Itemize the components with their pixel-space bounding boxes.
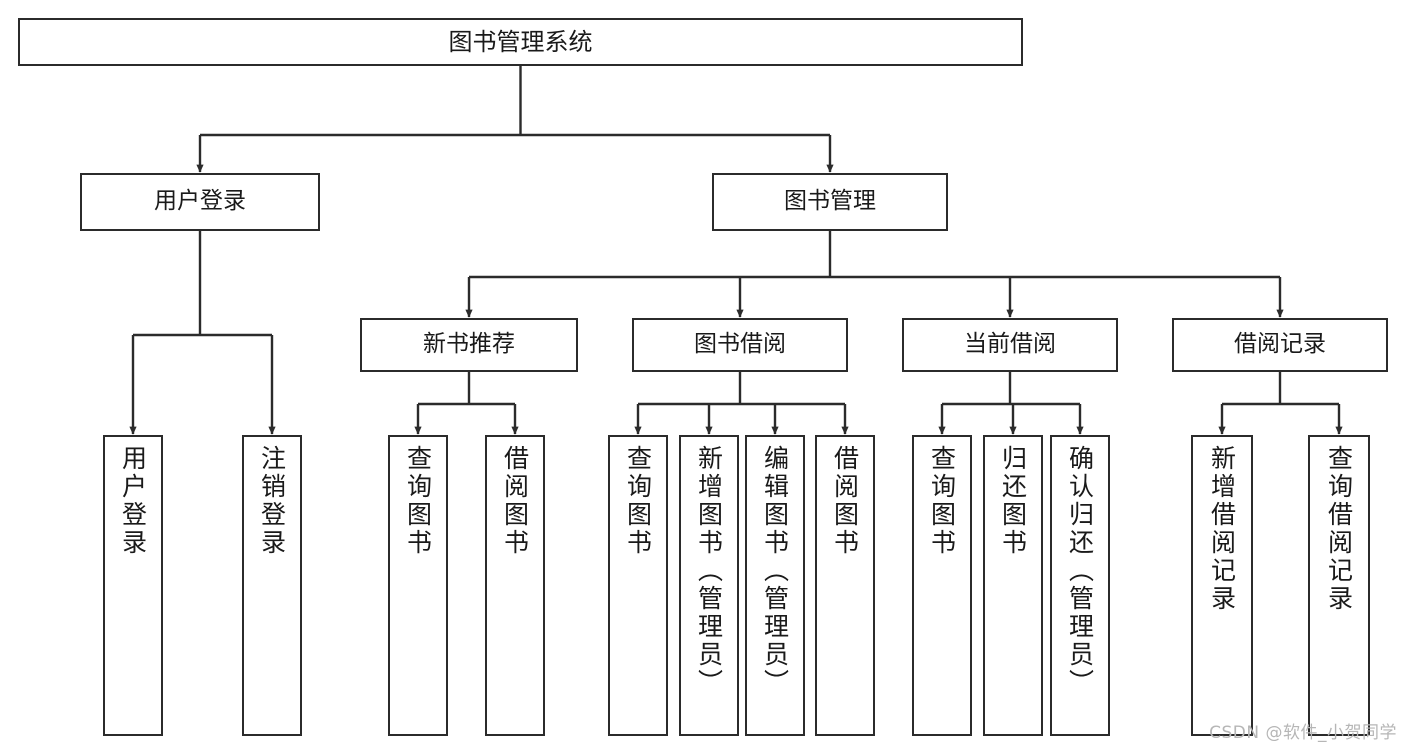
node-label: 查询图书 [403,445,433,557]
node-label: 借阅图书 [830,445,860,557]
node-label: 借阅图书 [500,445,530,557]
node-label: 归还图书 [998,445,1028,557]
node-label: 借阅记录 [1234,331,1326,358]
node-label: 当前借阅 [964,331,1056,358]
node-leaf-bl-query[interactable]: 查询图书 [608,435,668,736]
node-leaf-bl-edit[interactable]: 编辑图书（管理员） [745,435,805,736]
edge-layer [129,66,1343,435]
node-leaf-cur-return[interactable]: 归还图书 [983,435,1043,736]
node-label: 图书管理 [784,188,876,215]
node-label: 注销登录 [257,445,287,557]
node-leaf-rec-add[interactable]: 新增借阅记录 [1191,435,1253,736]
node-leaf-nb-borrow[interactable]: 借阅图书 [485,435,545,736]
node-leaf-rec-query[interactable]: 查询借阅记录 [1308,435,1370,736]
node-root[interactable]: 图书管理系统 [18,18,1023,66]
node-records[interactable]: 借阅记录 [1172,318,1388,372]
node-leaf-nb-query[interactable]: 查询图书 [388,435,448,736]
node-leaf-cur-confirm[interactable]: 确认归还（管理员） [1050,435,1110,736]
node-leaf-user-logout[interactable]: 注销登录 [242,435,302,736]
node-label: 图书借阅 [694,331,786,358]
node-label: 确认归还（管理员） [1065,445,1095,697]
node-leaf-bl-borrow[interactable]: 借阅图书 [815,435,875,736]
node-label: 编辑图书（管理员） [760,445,790,697]
watermark-text: CSDN @软件_小贺同学 [1209,723,1397,743]
node-label: 新书推荐 [423,331,515,358]
node-bookmgmt[interactable]: 图书管理 [712,173,948,231]
node-label: 查询图书 [623,445,653,557]
node-label: 查询图书 [927,445,957,557]
node-label: 图书管理系统 [448,27,593,56]
node-label: 查询借阅记录 [1324,445,1354,613]
node-login[interactable]: 用户登录 [80,173,320,231]
node-leaf-bl-add[interactable]: 新增图书（管理员） [679,435,739,736]
node-leaf-user-login[interactable]: 用户登录 [103,435,163,736]
node-label: 用户登录 [118,445,148,557]
node-current[interactable]: 当前借阅 [902,318,1118,372]
node-borrow[interactable]: 图书借阅 [632,318,848,372]
node-label: 用户登录 [154,188,246,215]
node-label: 新增图书（管理员） [694,445,724,697]
node-label: 新增借阅记录 [1207,445,1237,613]
node-newbook[interactable]: 新书推荐 [360,318,578,372]
node-leaf-cur-query[interactable]: 查询图书 [912,435,972,736]
